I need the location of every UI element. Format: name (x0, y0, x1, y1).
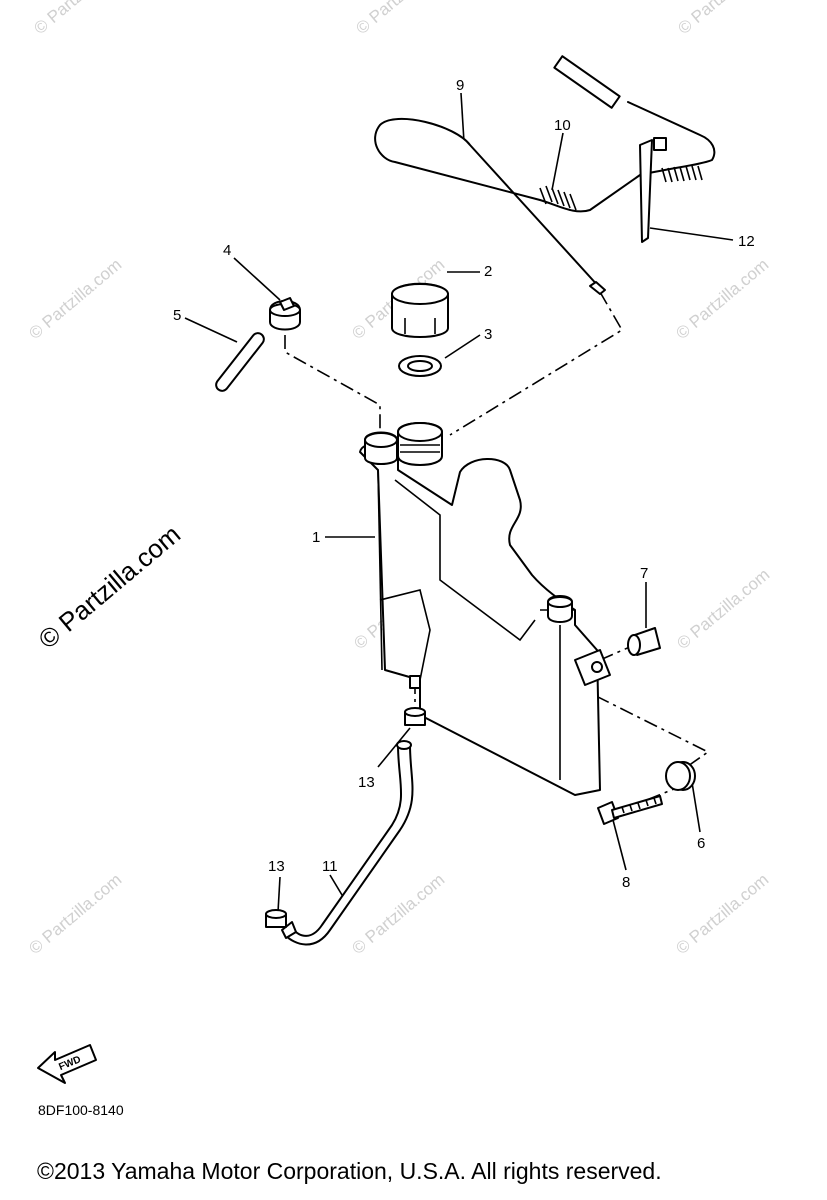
callout-9: 9 (456, 77, 464, 94)
callout-11: 11 (322, 858, 338, 875)
hose-end (553, 55, 621, 109)
hose-clamp (404, 707, 426, 726)
watermark-small: © Partzilla.com (25, 870, 125, 958)
callout-13: 13 (268, 858, 285, 875)
callout-5: 5 (173, 307, 181, 324)
spring (539, 165, 703, 211)
watermark-large: © Partzilla.com (33, 519, 186, 655)
watermark-small: © Partzilla.com (352, 0, 452, 38)
collar (627, 627, 661, 656)
drain-hose (281, 740, 414, 946)
callout-4: 4 (223, 242, 231, 259)
callout-10: 10 (554, 117, 571, 134)
callout-1: 1 (312, 529, 320, 546)
oil-tank (359, 422, 611, 796)
small-cap (269, 297, 301, 331)
short-hose (215, 332, 265, 392)
diagram-code: 8DF100-8140 (38, 1102, 124, 1118)
hose-clamp (265, 909, 287, 928)
callout-13: 13 (358, 774, 375, 791)
callout-2: 2 (484, 263, 492, 280)
bolt (597, 795, 663, 825)
hose-clip (639, 137, 667, 243)
watermark-small: © Partzilla.com (673, 565, 773, 653)
callout-7: 7 (640, 565, 648, 582)
watermark-small: © Partzilla.com (25, 255, 125, 343)
tank-cap (391, 282, 449, 338)
breather-hose (374, 55, 716, 295)
fwd-arrow-icon: FWD (37, 1044, 97, 1084)
callout-8: 8 (622, 874, 630, 891)
watermark-small: © Partzilla.com (30, 0, 130, 38)
watermark-small: © Partzilla.com (674, 0, 774, 38)
callout-3: 3 (484, 326, 492, 343)
grommet (665, 761, 696, 791)
callout-6: 6 (697, 835, 705, 852)
copyright-notice: ©2013 Yamaha Motor Corporation, U.S.A. A… (37, 1158, 662, 1184)
watermark-small: © Partzilla.com (672, 255, 772, 343)
gasket (398, 355, 442, 377)
watermark-small: © Partzilla.com (672, 870, 772, 958)
callout-labels: 1 2 3 4 5 6 7 8 9 10 12 13 11 13 (173, 77, 755, 891)
callout-12: 12 (738, 233, 755, 250)
